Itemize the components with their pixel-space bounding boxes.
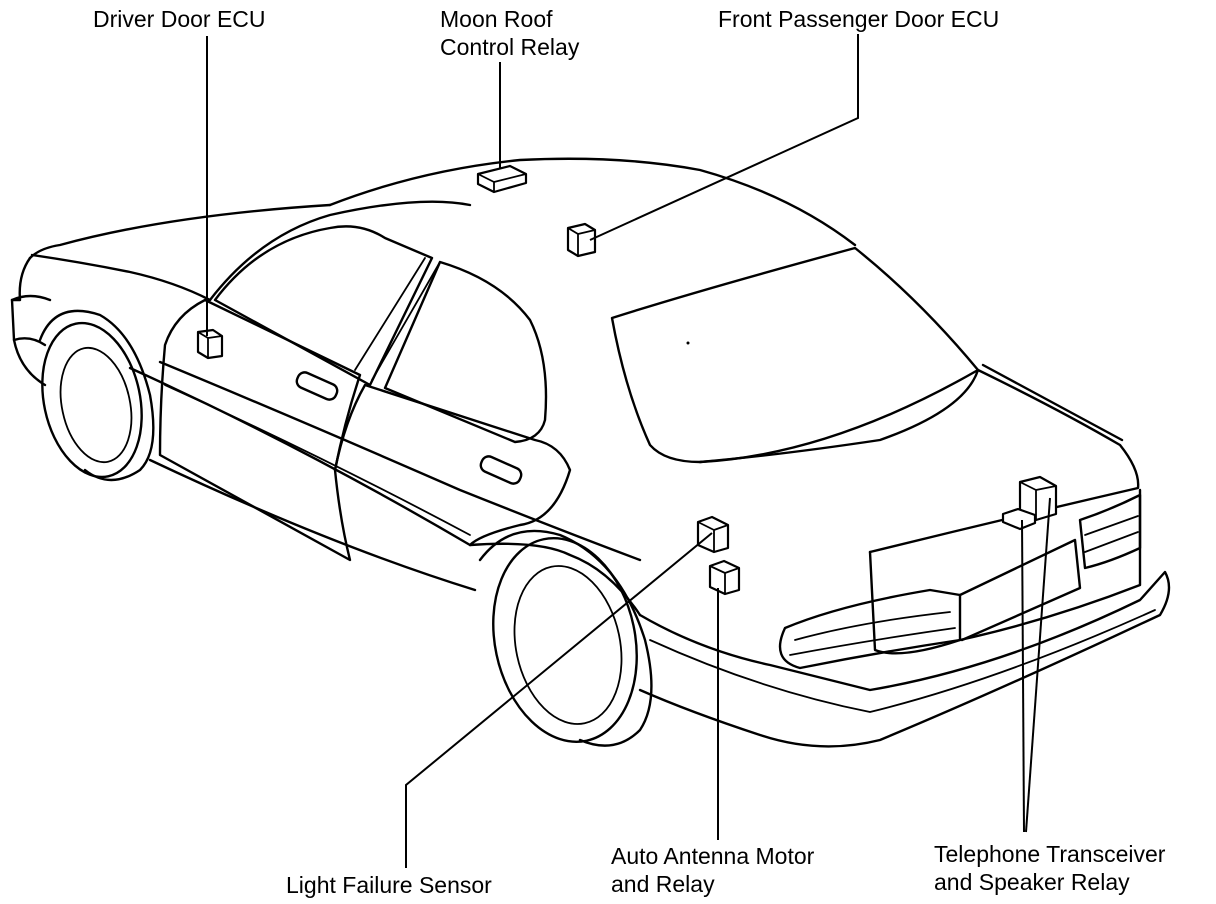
label-moon-roof-line-2: Control Relay (440, 34, 580, 60)
front-bumper (10, 294, 52, 347)
rear-bumper (638, 570, 1171, 748)
front-door-handle (295, 371, 339, 401)
rear-door-handle (479, 455, 523, 485)
rear-lamp-left (778, 588, 962, 670)
leader-telephone-a (1021, 519, 1025, 833)
label-auto-antenna-line-2: and Relay (611, 871, 715, 897)
roof-outline (328, 157, 857, 247)
light-failure-sensor-box (696, 515, 730, 554)
front-door (158, 298, 362, 562)
trunk-front-edge (981, 363, 1124, 442)
rear-lamp-right-lines (1084, 515, 1139, 553)
label-auto-antenna: Auto Antenna Motor and Relay (611, 842, 814, 898)
front-side-window (213, 225, 434, 387)
telephone-transceiver-box (1018, 475, 1058, 522)
label-telephone-line-1: Telephone Transceiver (934, 841, 1166, 867)
leader-front-passenger (589, 34, 859, 241)
leader-light-failure (405, 532, 713, 868)
label-driver-door-ecu-text: Driver Door ECU (93, 6, 266, 32)
label-moon-roof-relay: Moon Roof Control Relay (440, 5, 579, 61)
front-nose (10, 256, 47, 387)
label-telephone-line-2: and Speaker Relay (934, 869, 1130, 895)
label-telephone: Telephone Transceiver and Speaker Relay (934, 840, 1165, 896)
leader-lines (206, 34, 1051, 868)
side-sill (148, 458, 477, 592)
rear-window-marker (686, 341, 690, 345)
rear-wheel (478, 529, 653, 747)
auto-antenna-box (708, 559, 741, 596)
front-passenger-ecu-box (566, 222, 597, 258)
rear-lamp-lines (789, 611, 956, 656)
leader-telephone-b (1025, 497, 1051, 833)
driver-door-ecu-box (196, 328, 224, 360)
hood-outline (28, 203, 332, 260)
label-light-failure-text: Light Failure Sensor (286, 872, 492, 898)
rear-lamp-right (1078, 493, 1142, 570)
label-moon-roof-line-1: Moon Roof (440, 6, 553, 32)
license-plate-area (958, 538, 1082, 642)
rear-window (610, 246, 980, 464)
rear-bumper-line (649, 609, 1156, 713)
window-pillar (354, 257, 441, 381)
side-character-line (164, 384, 471, 536)
front-wheel (38, 309, 155, 482)
moon-roof-relay-box (476, 164, 528, 194)
hood-crease (30, 253, 212, 302)
label-light-failure-sensor: Light Failure Sensor (286, 871, 492, 899)
roof-front-edge (208, 200, 472, 302)
rear-side-window (383, 260, 548, 444)
speaker-relay-box (1001, 507, 1037, 531)
label-driver-door-ecu: Driver Door ECU (93, 5, 266, 33)
label-auto-antenna-line-1: Auto Antenna Motor (611, 843, 815, 869)
trunk-lid (698, 368, 1140, 554)
rear-panel (868, 488, 1142, 655)
label-front-passenger-door-ecu: Front Passenger Door ECU (718, 5, 999, 33)
rear-door (333, 383, 572, 547)
car-body (10, 157, 1171, 748)
side-belt-line (158, 360, 642, 562)
label-front-passenger-text: Front Passenger Door ECU (718, 6, 1000, 32)
